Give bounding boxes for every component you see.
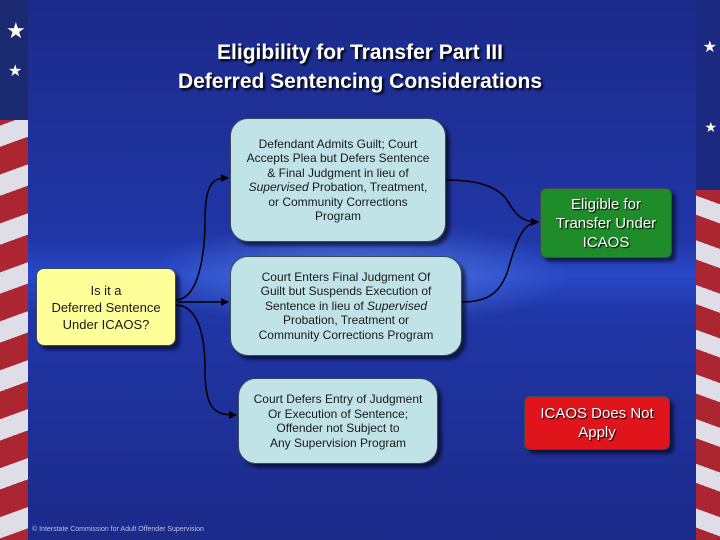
option-1-line-4: Supervised Probation, Treatment, (247, 180, 430, 195)
question-line-3: Under ICAOS? (51, 316, 160, 333)
icaos-does-not-apply-box: ICAOS Does Not Apply (524, 396, 670, 450)
eligible-line-2: Transfer Under (556, 214, 656, 233)
option-1-line-1: Defendant Admits Guilt; Court (247, 137, 430, 152)
option-1-line-4-rest: Probation, Treatment, (309, 180, 428, 194)
option-2-line-3-start: Sentence in lieu of (265, 299, 367, 313)
option-box-suspended-execution: Court Enters Final Judgment Of Guilt but… (230, 256, 462, 356)
not-apply-line-1: ICAOS Does Not (540, 404, 653, 423)
option-box-deferred-sentence-judgment: Defendant Admits Guilt; Court Accepts Pl… (230, 118, 446, 242)
option-2-line-5: Community Corrections Program (259, 328, 434, 343)
option-1-line-2: Accepts Plea but Defers Sentence (247, 151, 430, 166)
option-3-line-4: Any Supervision Program (254, 436, 423, 451)
option-1-line-5: or Community Corrections (247, 195, 430, 210)
option-2-line-3: Sentence in lieu of Supervised (259, 299, 434, 314)
question-box: Is it a Deferred Sentence Under ICAOS? (36, 268, 176, 346)
option-3-line-3: Offender not Subject to (254, 421, 423, 436)
copyright-footer: © Interstate Commission for Adult Offend… (32, 526, 204, 533)
option-1-italic: Supervised (249, 180, 309, 194)
option-3-line-2: Or Execution of Sentence; (254, 407, 423, 422)
connector-option-2-to-eligible (462, 222, 538, 302)
option-1-line-3: & Final Judgment in lieu of (247, 166, 430, 181)
option-3-line-1: Court Defers Entry of Judgment (254, 392, 423, 407)
not-apply-line-2: Apply (540, 423, 653, 442)
connector-question-to-option-1 (175, 178, 228, 300)
eligible-for-transfer-box: Eligible for Transfer Under ICAOS (540, 188, 672, 258)
eligible-line-3: ICAOS (556, 233, 656, 252)
option-2-italic: Supervised (367, 299, 427, 313)
eligible-line-1: Eligible for (556, 195, 656, 214)
option-2-line-1: Court Enters Final Judgment Of (259, 270, 434, 285)
question-line-1: Is it a (51, 282, 160, 299)
option-2-line-2: Guilt but Suspends Execution of (259, 284, 434, 299)
option-box-no-supervision: Court Defers Entry of Judgment Or Execut… (238, 378, 438, 464)
question-line-2: Deferred Sentence (51, 299, 160, 316)
connector-option-1-to-eligible (446, 180, 538, 222)
option-2-line-4: Probation, Treatment or (259, 313, 434, 328)
connector-question-to-option-3 (175, 305, 236, 415)
option-1-line-6: Program (247, 209, 430, 224)
